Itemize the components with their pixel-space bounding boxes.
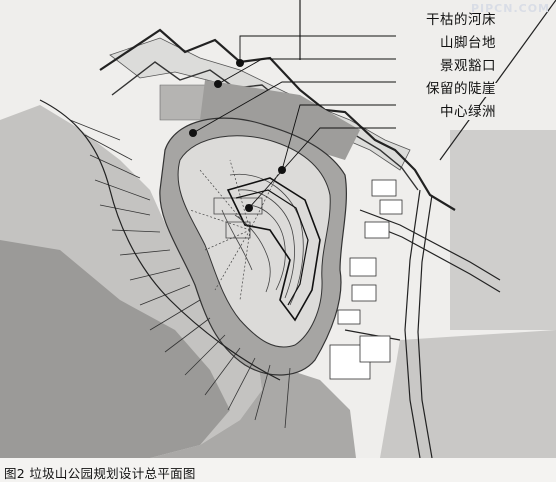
inner-arrows	[189, 159, 281, 301]
site-plan-drawing	[0, 0, 556, 458]
right-lower-field	[380, 330, 556, 458]
label-landscape-gap: 景观豁口	[438, 58, 498, 74]
leader-lines	[192, 35, 396, 209]
right-upper-field	[450, 130, 556, 330]
watermark: PIPCN.COM	[470, 2, 550, 15]
inner-mound	[177, 135, 331, 348]
buildings	[329, 179, 403, 380]
embankment	[99, 28, 456, 211]
terrace	[200, 80, 360, 160]
label-central-oasis: 中心绿洲	[438, 104, 498, 120]
central-landform	[226, 177, 321, 322]
label-dry-riverbed: 干枯的河床	[424, 12, 498, 28]
radiating-arrows	[69, 119, 291, 429]
figure-caption: 图2 垃圾山公园规划设计总平面图	[4, 466, 196, 481]
left-field-dark	[0, 240, 230, 458]
contours	[213, 173, 304, 306]
label-preserved-cliff: 保留的陡崖	[424, 81, 498, 97]
central-landform-2	[235, 189, 309, 306]
hatched-block	[159, 84, 206, 121]
bottom-field	[150, 360, 356, 458]
site-plan-figure: 干枯的河床 山脚台地 景观豁口 保留的陡崖 中心绿洲 PIPCN.COM	[0, 0, 556, 458]
label-foothill-terrace: 山脚台地	[438, 35, 498, 51]
